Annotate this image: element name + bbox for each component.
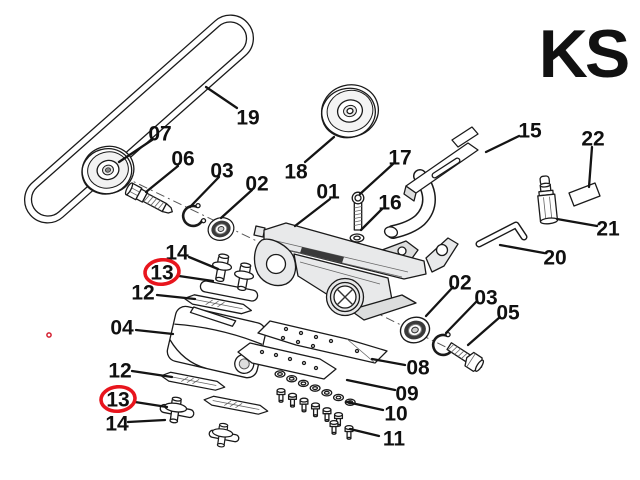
brand-logo: KS xyxy=(539,16,628,92)
part-15-handle xyxy=(383,126,479,239)
part-05-hex-bolt xyxy=(446,342,485,372)
callout-04-leader-16 xyxy=(134,328,175,336)
callout-20-label: 20 xyxy=(543,247,566,270)
callout-01-leader-6 xyxy=(293,197,332,228)
callout-13-leader-14 xyxy=(177,274,215,283)
callout-13-label-circled: 13 xyxy=(106,389,129,412)
part-06-shaft-bolt xyxy=(124,182,173,214)
callout-03-label: 03 xyxy=(474,287,497,310)
callout-21-label: 21 xyxy=(596,218,620,241)
callout-06-label: 06 xyxy=(171,148,194,171)
callout-07-label: 07 xyxy=(148,123,171,146)
callout-13-leader-18 xyxy=(133,400,169,409)
callout-19-leader-0 xyxy=(204,85,239,110)
callout-07-leader-1 xyxy=(117,138,154,164)
callout-19-label: 19 xyxy=(236,107,259,130)
callout-22-label: 22 xyxy=(581,128,604,151)
part-16-washer xyxy=(349,233,365,243)
callout-18-label: 18 xyxy=(284,161,308,184)
axis-centerline-left xyxy=(121,175,297,261)
callout-14-label: 14 xyxy=(165,242,189,265)
callout-05-label: 05 xyxy=(496,302,520,325)
callout-02-label: 02 xyxy=(245,173,268,196)
callout-12-label: 12 xyxy=(131,282,154,305)
callout-12-leader-17 xyxy=(130,369,174,379)
part-13-clamp-upper xyxy=(199,280,259,302)
highlight-circle-13 xyxy=(143,257,181,287)
callout-09-label: 09 xyxy=(395,383,418,406)
red-annotation-layer xyxy=(46,257,181,414)
callout-05-leader-22 xyxy=(466,315,502,347)
part-18-pulley xyxy=(320,84,379,139)
part-09-plate xyxy=(237,342,337,380)
callout-02-label: 02 xyxy=(448,272,471,295)
callout-14-leader-13 xyxy=(187,255,220,271)
callout-02-leader-20 xyxy=(424,285,455,318)
callout-12-label: 12 xyxy=(108,360,131,383)
callout-17-leader-7 xyxy=(358,162,395,196)
part-03-snap-ring-left xyxy=(179,201,208,231)
part-01-main-housing xyxy=(253,222,459,321)
part-21-adjuster xyxy=(537,175,559,225)
callout-10-label: 10 xyxy=(384,403,407,426)
callout-01-label: 01 xyxy=(316,181,340,204)
callout-17-label: 17 xyxy=(388,147,411,170)
callout-02-leader-4 xyxy=(219,188,254,220)
callout-15-leader-9 xyxy=(484,134,521,154)
callout-16-label: 16 xyxy=(378,192,401,215)
part-12-blade-middle xyxy=(159,370,227,393)
callout-21-leader-11 xyxy=(555,217,599,228)
callout-03-label: 03 xyxy=(210,160,233,183)
callout-20-leader-12 xyxy=(498,243,546,255)
part-17-socket-screw xyxy=(351,191,365,231)
callout-15-label: 15 xyxy=(518,120,542,143)
part-07-pulley xyxy=(81,145,135,195)
callout-08-label: 08 xyxy=(406,357,430,380)
callout-12-leader-15 xyxy=(155,293,197,301)
callout-03-leader-21 xyxy=(444,300,478,335)
highlight-circle-13 xyxy=(99,384,137,414)
part-12-blade-lower-right xyxy=(202,394,270,417)
callout-10-leader-25 xyxy=(345,400,385,412)
part-08-plate xyxy=(257,320,388,364)
callout-14-leader-19 xyxy=(126,418,167,424)
callout-09-leader-24 xyxy=(345,378,397,392)
callout-11-leader-26 xyxy=(348,427,381,438)
callout-13-label-circled: 13 xyxy=(150,262,173,285)
part-22-plate xyxy=(568,182,601,207)
part-04-cutter-drum xyxy=(166,305,267,379)
callout-06-leader-2 xyxy=(144,164,180,194)
callout-18-leader-5 xyxy=(303,135,336,164)
callout-14-label: 14 xyxy=(105,413,129,436)
callout-08-leader-23 xyxy=(370,357,407,367)
part-20-hex-key xyxy=(475,221,528,248)
red-marker-dot xyxy=(46,332,52,338)
callout-04-label: 04 xyxy=(110,317,134,340)
callout-16-leader-8 xyxy=(359,207,384,232)
callout-03-leader-3 xyxy=(188,175,221,209)
callout-22-leader-10 xyxy=(587,145,594,189)
callout-11-label: 11 xyxy=(383,428,406,451)
part-02-bearing-right xyxy=(396,312,434,348)
